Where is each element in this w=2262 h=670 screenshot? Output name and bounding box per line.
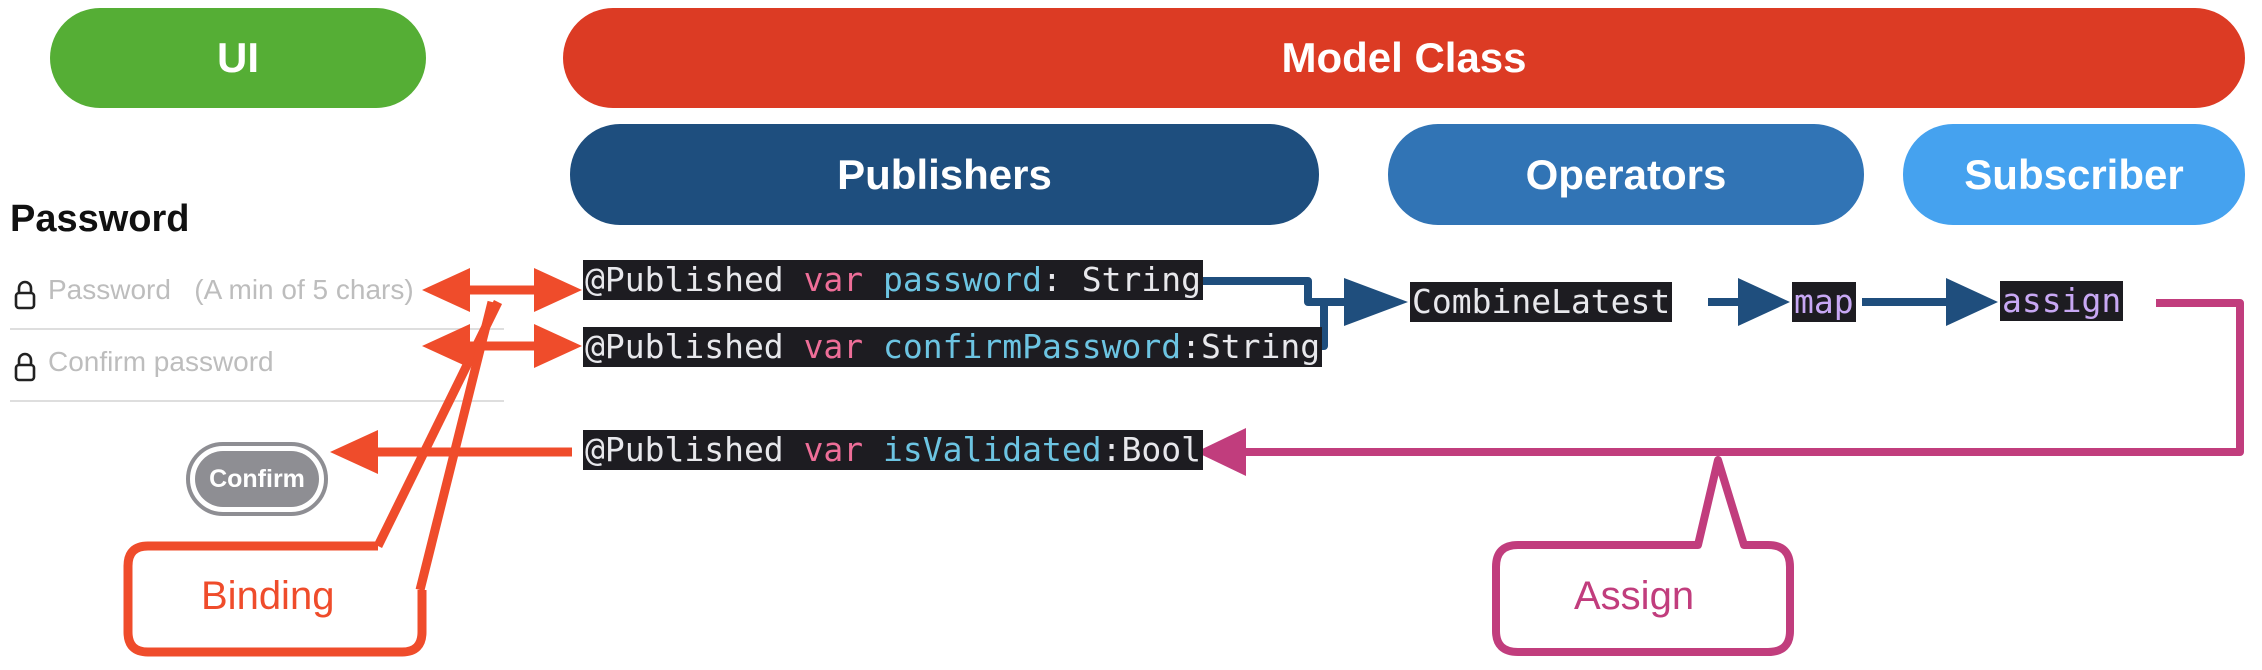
publishers-header: Publishers: [570, 124, 1319, 225]
operator-combine-latest: CombineLatest: [1410, 282, 1673, 322]
arrowhead-to-confirm-field: [422, 324, 470, 368]
confirm-password-placeholder: Confirm password: [48, 346, 274, 377]
assign-callout-box: [1492, 456, 1794, 656]
lock-icon: [14, 280, 36, 310]
assign-line: [1238, 299, 2244, 456]
arrowhead-to-combine-latest: [1344, 278, 1408, 326]
binding-label: Binding: [201, 574, 335, 618]
arrowhead-to-assign: [1946, 278, 1998, 326]
confirm-button[interactable]: Confirm: [186, 442, 328, 516]
confirm-button-label: Confirm: [195, 451, 319, 507]
arrowhead-to-confirm-code: [534, 324, 582, 368]
password-placeholder: Password (A min of 5 chars): [48, 274, 414, 305]
subscriber-assign: assign: [2000, 281, 2124, 321]
operators-header: Operators: [1388, 124, 1864, 225]
binding-callout-box: [123, 541, 427, 657]
password-field[interactable]: Password (A min of 5 chars): [10, 258, 504, 330]
confirm-password-field[interactable]: Confirm password: [10, 330, 504, 402]
arrowhead-to-password-field: [422, 268, 470, 312]
arrowhead-to-confirm-button: [330, 430, 378, 474]
code-is-validated: @Published var isValidated:Bool: [583, 430, 1203, 470]
arrowhead-to-map: [1738, 278, 1790, 326]
arrowhead-to-is-validated: [1196, 428, 1246, 476]
binding-leader-2: [415, 300, 497, 592]
lock-icon: [14, 352, 36, 382]
operator-map: map: [1792, 282, 1856, 322]
assign-label: Assign: [1574, 574, 1695, 618]
arrowhead-to-password-code: [534, 268, 582, 312]
form-title: Password: [10, 198, 190, 240]
code-confirm-password: @Published var confirmPassword:String: [583, 327, 1323, 367]
model-class-header: Model Class: [563, 8, 2245, 108]
subscriber-header: Subscriber: [1903, 124, 2245, 225]
code-password: @Published var password: String: [583, 260, 1203, 300]
flow-password: [1188, 277, 1352, 306]
ui-header: UI: [50, 8, 426, 108]
